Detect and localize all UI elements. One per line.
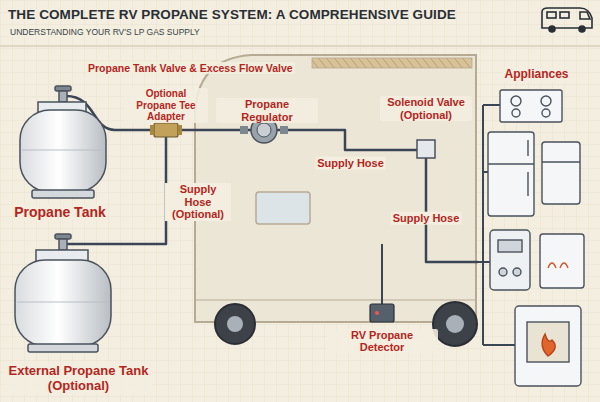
supply-hose	[318, 130, 380, 150]
supply-hose	[152, 148, 166, 244]
component-group: RV Propane Detector	[326, 300, 438, 356]
component-group: Appliances	[478, 66, 595, 396]
component-label: Propane Tank	[12, 204, 108, 220]
supply-hose	[426, 166, 478, 262]
component-label: RV Propane Detector	[326, 329, 438, 354]
component-label: Appliances	[502, 68, 570, 82]
hose-label: Supply Hose (Optional)	[165, 183, 231, 221]
solenoid-valve	[380, 140, 435, 166]
tee-adapter	[124, 123, 208, 148]
component-label: Optional Propane Tee Adapter	[124, 88, 208, 123]
rv-icon	[542, 8, 592, 32]
component-group: Propane Tank	[5, 84, 115, 222]
title: THE COMPLETE RV PROPANE SYSTEM: A COMPRE…	[8, 7, 456, 22]
header-rule	[0, 46, 600, 47]
component-group: Solenoid Valve (Optional)	[380, 94, 472, 166]
part-label: Propane Tank Valve & Excess Flow Valve	[86, 62, 295, 74]
supply-hose	[208, 129, 216, 132]
supply-hose	[115, 129, 124, 132]
component-label: External Propane Tank (Optional)	[5, 364, 152, 394]
component-group: Propane Regulator	[216, 96, 318, 156]
rv-body	[195, 55, 477, 346]
hose-label: Supply Hose	[391, 212, 462, 225]
component-label: Solenoid Valve (Optional)	[380, 96, 472, 121]
component-label: Propane Regulator	[216, 98, 318, 123]
propane-detector	[370, 244, 394, 322]
appliances	[478, 90, 584, 386]
hose-label: Supply Hose	[315, 157, 386, 170]
propane-regulator	[216, 117, 318, 143]
propane-tank	[20, 86, 115, 198]
subtitle: UNDERSTANDING YOUR RV'S LP GAS SUPPLY	[8, 27, 202, 37]
component-group: Optional Propane Tee Adapter	[124, 86, 208, 148]
component-group: External Propane Tank (Optional)	[5, 226, 152, 396]
external-propane-tank	[15, 234, 152, 352]
